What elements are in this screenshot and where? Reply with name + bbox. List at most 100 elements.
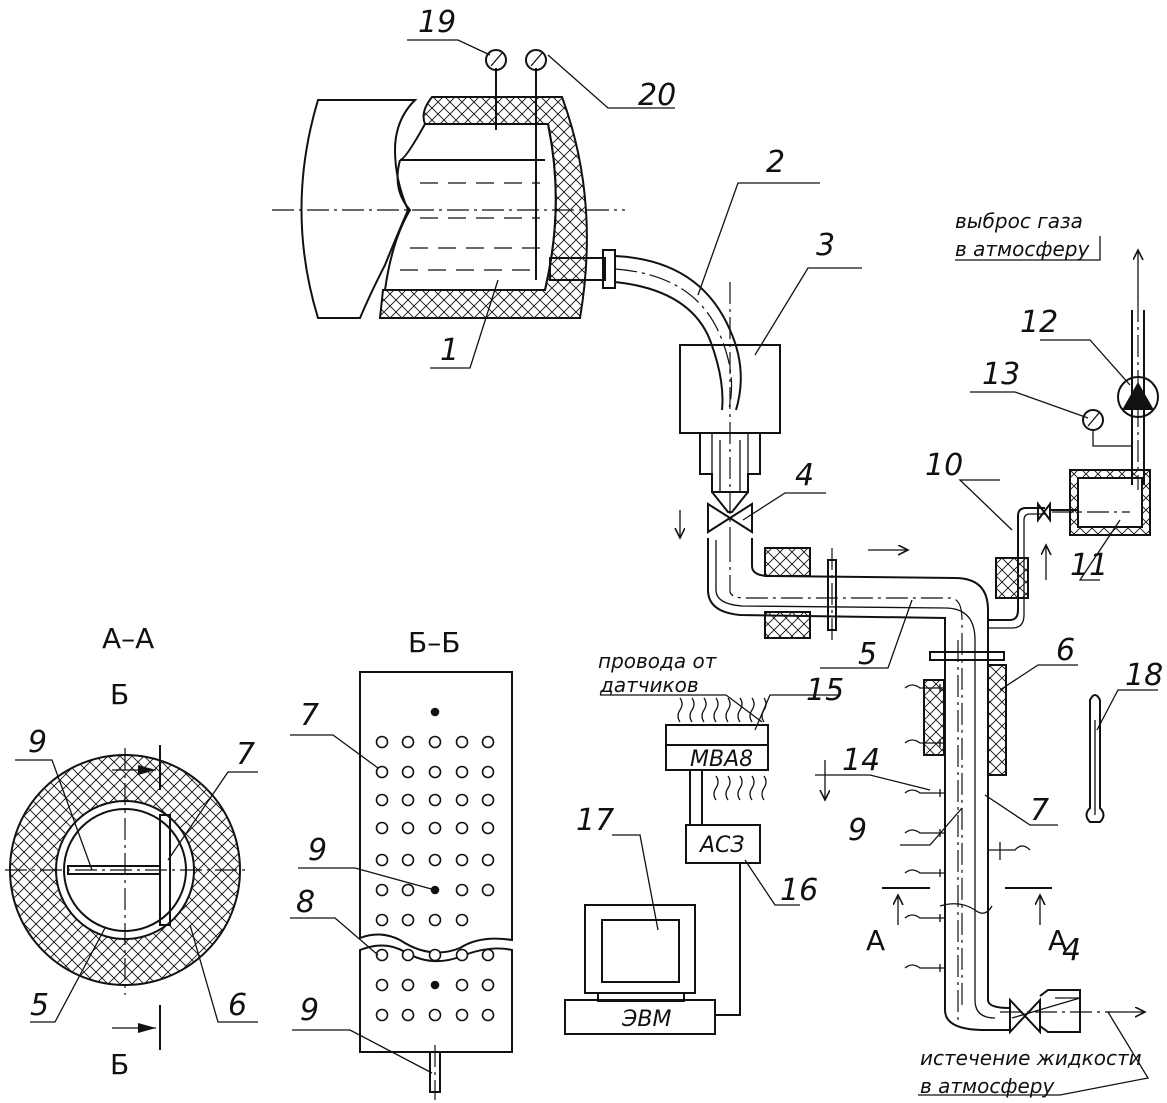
callout-18: 18	[1125, 658, 1163, 693]
perforation-hole	[428, 853, 442, 867]
perforation-hole	[401, 821, 415, 835]
callout-1: 1	[440, 333, 459, 368]
pipe-2	[614, 255, 742, 411]
callout-4-top: 4	[795, 458, 814, 493]
perforation-hole	[375, 793, 389, 807]
section-aa-title: А–А	[102, 622, 154, 655]
callout-7-pipe: 7	[1030, 793, 1049, 828]
gas-exhaust-label-2: в атмосферу	[955, 237, 1090, 261]
mva-label: МВА8	[690, 747, 753, 772]
liquid-outflow-label-2: в атмосферу	[920, 1074, 1055, 1098]
perforation-hole	[481, 1008, 495, 1022]
perforation-hole	[401, 883, 415, 897]
section-bb-title: Б–Б	[408, 626, 460, 659]
perforation-hole	[375, 765, 389, 779]
callout-5-pipe: 5	[858, 637, 877, 672]
perforation-hole	[401, 948, 415, 962]
callout-7-bb: 7	[300, 698, 319, 733]
perforation-hole	[481, 948, 495, 962]
receiver-3	[679, 282, 781, 540]
perforation-hole	[481, 978, 495, 992]
callout-13: 13	[982, 357, 1020, 392]
perforation-hole	[401, 793, 415, 807]
thermometer-18	[1085, 694, 1105, 823]
perforation-hole	[455, 765, 469, 779]
callout-8: 8	[296, 885, 315, 920]
sensor-wires-label-1: провода от	[598, 649, 718, 673]
callout-6-pipe: 6	[1056, 633, 1075, 668]
gas-pump-12	[1117, 376, 1159, 418]
perforation-hole	[481, 821, 495, 835]
pressure-gauge-19	[485, 49, 507, 71]
perforation-hole	[375, 978, 389, 992]
callout-19: 19	[418, 5, 456, 40]
perforation-hole	[375, 883, 389, 897]
perforation-hole	[455, 735, 469, 749]
annotations: выброс газа в атмосферу провода от датчи…	[598, 209, 1142, 1098]
section-b-markers	[112, 745, 161, 1050]
computer-label: ЭВМ	[621, 1007, 671, 1032]
callout-6-aa: 6	[228, 988, 247, 1023]
perforation-hole	[455, 793, 469, 807]
section-aa-view	[5, 748, 245, 995]
pressure-gauge-20	[525, 49, 547, 71]
sensors-14	[904, 684, 1031, 972]
perforation-hole	[375, 735, 389, 749]
callout-15: 15	[806, 673, 844, 708]
section-a-markers	[882, 887, 1052, 925]
callout-16: 16	[780, 873, 818, 908]
section-b-top-label: Б	[110, 678, 129, 711]
perforation-hole	[455, 883, 469, 897]
perforation-hole	[401, 1008, 415, 1022]
section-a-right-label: А	[1048, 924, 1067, 957]
pipe-break	[939, 903, 993, 914]
perforation-hole	[455, 913, 469, 927]
callout-3: 3	[816, 228, 835, 263]
liquid-outflow-label-1: истечение жидкости	[920, 1046, 1142, 1070]
bb-hole-grid	[375, 707, 495, 1022]
perforation-hole	[401, 765, 415, 779]
perforation-hole	[428, 793, 442, 807]
valve-4-bottom	[1000, 989, 1145, 1035]
perforation-hole	[481, 765, 495, 779]
perforation-hole	[401, 978, 415, 992]
perforation-hole	[481, 793, 495, 807]
perforation-hole	[455, 853, 469, 867]
callout-2: 2	[766, 145, 785, 180]
section-a-left-label: А	[866, 924, 885, 957]
callout-14: 14	[842, 743, 880, 778]
callout-4-bottom: 4	[1062, 933, 1081, 968]
perforation-hole	[401, 853, 415, 867]
callout-20: 20	[638, 78, 676, 113]
perforation-hole	[428, 765, 442, 779]
sensor-point	[430, 707, 440, 717]
callout-7-aa: 7	[236, 737, 255, 772]
callout-9-pipe: 9	[848, 813, 867, 848]
mva-module-15	[665, 697, 769, 801]
perforation-hole	[455, 821, 469, 835]
perforation-hole	[375, 948, 389, 962]
callout-5-aa: 5	[30, 988, 49, 1023]
perforation-hole	[481, 883, 495, 897]
valve-4-top	[707, 502, 753, 534]
sensor-wires-label-2: датчиков	[599, 673, 699, 697]
callout-17: 17	[576, 803, 614, 838]
leader-lines	[15, 39, 1158, 1096]
adc-module-16	[685, 770, 761, 1016]
callout-11: 11	[1070, 548, 1108, 583]
callout-10: 10	[925, 448, 963, 483]
computer-17	[564, 904, 716, 1035]
gas-exhaust-label-1: выброс газа	[955, 209, 1083, 233]
insulation-6	[923, 664, 1007, 776]
section-labels: А–А Б–Б Б Б А А	[102, 622, 1067, 1081]
adc-label: АСЗ	[698, 833, 745, 858]
perforation-hole	[428, 1008, 442, 1022]
pipe-5	[707, 538, 1011, 1031]
perforation-hole	[455, 1008, 469, 1022]
perforation-hole	[428, 821, 442, 835]
perforation-hole	[455, 948, 469, 962]
pressure-gauge-13	[1082, 409, 1132, 447]
callout-9-aa: 9	[28, 725, 47, 760]
